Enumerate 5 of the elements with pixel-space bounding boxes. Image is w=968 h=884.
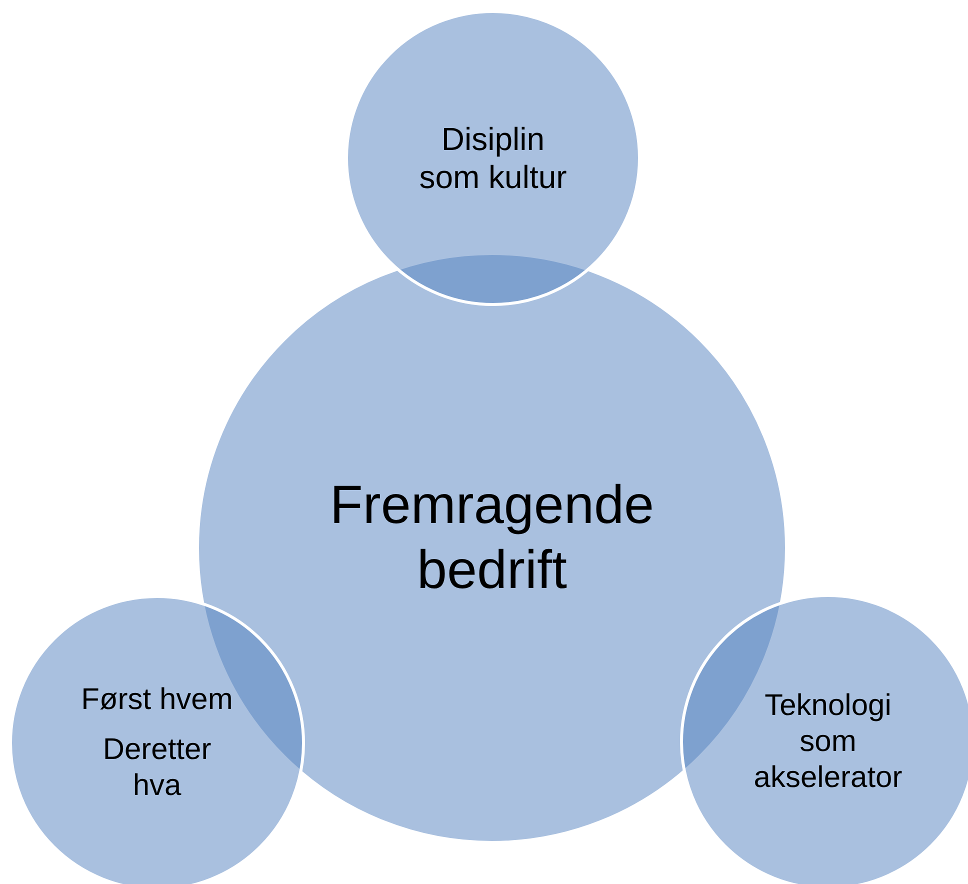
circle-label: Først hvem [80,682,234,718]
circle-label: Teknologi som akselerator [752,688,904,796]
circle-label: Deretter hva [102,732,212,804]
circle-label: Fremragende bedrift [328,474,656,602]
circle-label: Disiplin som kultur [418,120,568,196]
